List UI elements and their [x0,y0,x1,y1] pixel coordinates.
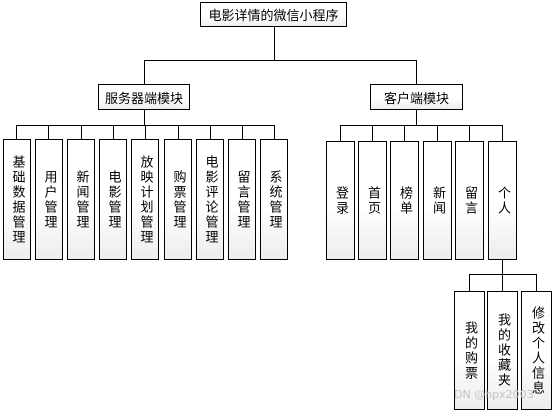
server-child-node: 电影评论管理 [196,139,224,260]
personal-child-label: 我的收藏夹 [495,313,510,388]
personal-child-node: 修改个人信息 [521,291,552,410]
server-child-node: 购票管理 [164,139,192,260]
client-child-label: 首页 [365,185,380,216]
client-child-label: 个人 [495,185,510,216]
server-child-node: 放映计划管理 [131,139,159,260]
client-child-label: 榜单 [397,185,412,216]
client-module-node: 客户端模块 [370,84,463,110]
client-child-label: 新闻 [430,185,445,216]
personal-child-label: 我的购票 [462,320,477,381]
server-child-label: 电影管理 [105,169,121,230]
server-child-node: 系统管理 [260,139,288,260]
server-child-label: 用户管理 [41,169,57,230]
server-child-label: 放映计划管理 [137,154,153,245]
server-child-label: 基础数据管理 [9,154,25,245]
server-child-node: 用户管理 [35,139,63,260]
client-child-node: 留言 [455,141,484,260]
client-child-label: 登录 [333,185,348,216]
client-child-node: 个人 [488,141,517,260]
personal-child-label: 修改个人信息 [529,305,544,396]
client-child-node: 首页 [358,141,387,260]
server-module-label: 服务器端模块 [104,91,183,107]
server-child-label: 系统管理 [266,169,282,230]
client-child-label: 留言 [462,185,477,216]
root-node-label: 电影详情的微信小程序 [208,9,339,24]
server-child-node: 基础数据管理 [3,139,31,260]
client-child-node: 新闻 [423,141,452,260]
root-node: 电影详情的微信小程序 [200,2,347,27]
server-child-label: 电影评论管理 [202,154,218,245]
personal-child-node: 我的购票 [454,291,485,410]
client-child-node: 登录 [326,141,355,260]
server-child-node: 电影管理 [99,139,127,260]
client-child-node: 榜单 [390,141,419,260]
server-module-node: 服务器端模块 [98,84,190,110]
server-child-label: 新闻管理 [73,169,89,230]
watermark: DN @hpx2003 [454,388,534,401]
server-child-label: 留言管理 [234,169,250,230]
server-child-label: 购票管理 [170,169,186,230]
server-child-node: 留言管理 [228,139,256,260]
client-module-label: 客户端模块 [383,91,449,107]
server-child-node: 新闻管理 [67,139,95,260]
personal-child-node: 我的收藏夹 [487,291,518,410]
